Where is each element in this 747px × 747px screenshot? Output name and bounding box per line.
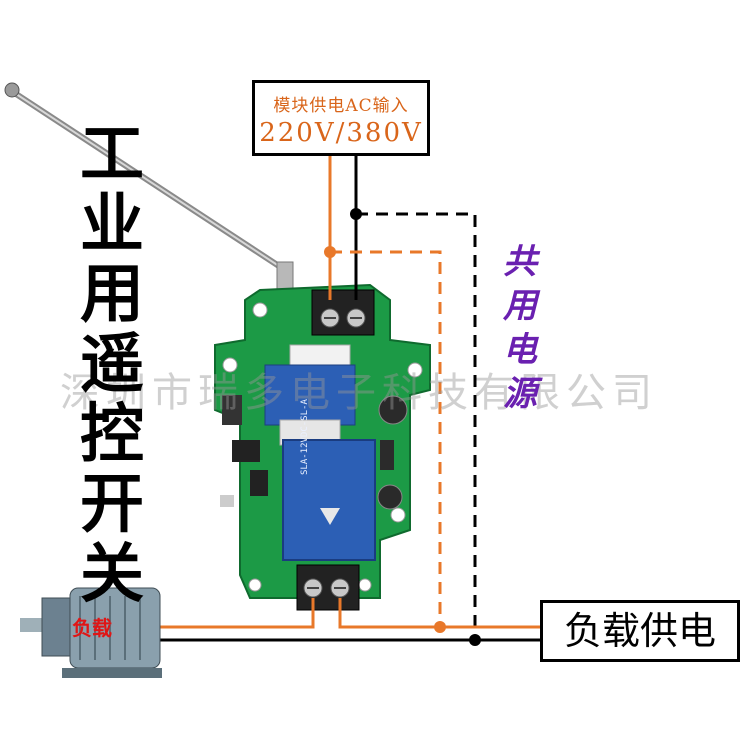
input-wires (324, 156, 362, 300)
relay-model-label: SLA-12VDC-SL-A (300, 399, 310, 475)
bottom-terminal (296, 564, 360, 611)
board-model-label: RDICH30A1 (220, 520, 236, 605)
motor-load-label: 负载 (72, 616, 112, 640)
vertical-title: 工 业 用 遥 控 开 关 (72, 120, 152, 610)
title-char: 关 (80, 538, 144, 612)
top-terminal (311, 289, 375, 336)
shared-power-wires (330, 212, 481, 646)
voltage-label: 220V/380V (259, 118, 423, 148)
title-char: 控 (80, 398, 144, 472)
title-char: 开 (80, 468, 144, 542)
output-wires (160, 598, 540, 642)
shared-char: 源 (503, 374, 537, 414)
shared-char: 共 (503, 242, 537, 282)
title-char: 遥 (80, 328, 144, 402)
motor (20, 587, 162, 678)
module-power-input-box: 模块供电AC输入 220V/380V (252, 80, 430, 156)
relay (282, 439, 376, 561)
title-char: 业 (80, 188, 144, 262)
title-char: 工 (80, 118, 144, 192)
load-supply-box: 负载供电 (540, 600, 740, 662)
shared-char: 电 (503, 330, 537, 370)
module-power-label: 模块供电AC输入 (273, 96, 409, 116)
company-watermark: 深圳市瑞多电子科技有限公司 (60, 370, 658, 416)
title-char: 用 (80, 258, 144, 332)
shared-char: 用 (503, 286, 537, 326)
shared-power-label: 共 用 电 源 (500, 240, 540, 416)
